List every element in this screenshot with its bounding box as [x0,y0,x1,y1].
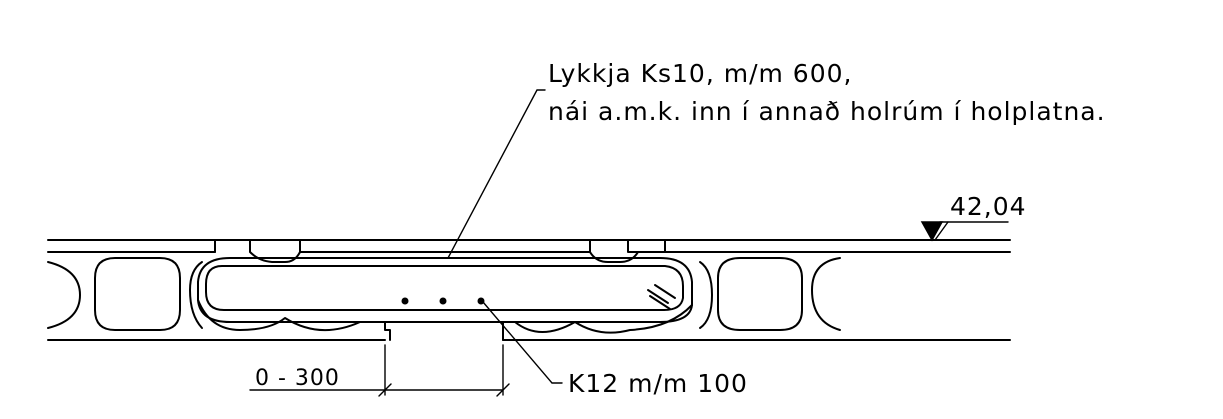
hollow-core-right-1 [699,261,713,329]
rebar-dot-2 [439,297,447,305]
rebar-label: K12 m/m 100 [568,369,748,398]
rebar-leader-line [482,301,563,384]
hollow-core-left-2 [94,257,181,331]
loop-hook [647,284,676,310]
hollow-core-left-3 [189,261,203,329]
filled-cavity-inner [205,265,684,311]
level-marker-triangle [920,221,944,242]
joint-notch-left [214,239,301,263]
hollow-core-left-1 [47,261,81,329]
hollow-core-right-2 [717,257,803,331]
dimension-tick-right [496,383,510,397]
loop-leader-line [447,89,546,259]
loop-annotation-line1: Lykkja Ks10, m/m 600, [548,59,852,88]
filled-cavity-outer [197,257,693,323]
dimension-tick-left [378,383,392,397]
level-text: 42,04 [950,192,1027,221]
dimension-text: 0 - 300 [255,366,340,391]
level-marker-stem [934,221,949,241]
joint-notch-right [589,239,666,263]
hollow-core-right-3 [811,257,841,331]
rebar-dot-1 [401,297,409,305]
loop-annotation-line2: nái a.m.k. inn í annað holrúm í holplatn… [548,97,1106,126]
cavity-bottom-web [197,299,693,341]
